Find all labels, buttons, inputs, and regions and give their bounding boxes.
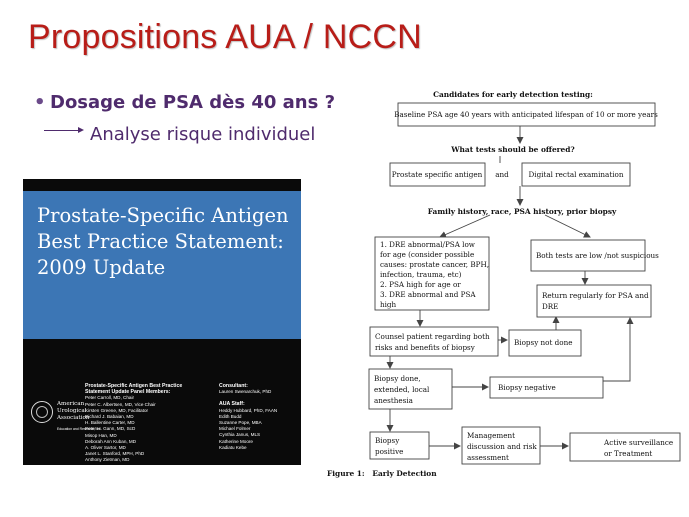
surveillance-line: or Treatment <box>604 449 652 458</box>
biopsy-positive-line: positive <box>375 447 403 456</box>
slide-title: Propositions AUA / NCCN <box>28 18 422 56</box>
abnormal-line: 2. PSA high for age or <box>380 280 461 289</box>
consultant-name: Lauren Swenarchuk, PhD <box>219 389 272 395</box>
biopsy-negative-box <box>489 376 604 399</box>
cover-title-line: 2009 Update <box>37 256 166 279</box>
panel-heading: Prostate-Specific Antigen Best Practice <box>85 383 183 389</box>
abnormal-line: high <box>380 300 397 309</box>
staff-member: Michael Folmer <box>219 426 251 432</box>
bullet-point: •Dosage de PSA dès 40 ans ? <box>34 92 335 113</box>
and-label: and <box>495 170 509 179</box>
abnormal-line: for age (consider possible <box>380 250 474 259</box>
document-cover-image: Prostate-Specific Antigen Best Practice … <box>23 179 301 465</box>
return-regularly-box <box>536 284 652 318</box>
biopsy-negative-text: Biopsy negative <box>498 383 556 392</box>
psa-box <box>389 162 486 187</box>
tests-low-text: Both tests are low /not suspicious <box>536 251 659 260</box>
arrow-right-icon <box>44 126 86 136</box>
panel-member: Deborah Ann Kuban, MD <box>85 438 137 444</box>
biopsy-positive-line: Biopsy <box>375 436 400 445</box>
cover-title: Prostate-Specific Antigen Best Practice … <box>37 203 292 281</box>
biopsy-done-box <box>368 368 453 410</box>
org-name-line: American <box>57 401 85 407</box>
panel-member: Peter C. Albertsen, MD, Vice Chair <box>85 401 156 407</box>
management-line: assessment <box>467 453 509 462</box>
counsel-box <box>369 326 499 357</box>
staff-member: Heddy Hubbard, PhD, FAAN <box>219 407 278 413</box>
bullet-dot-icon: • <box>34 92 46 113</box>
biopsy-not-done-text: Biopsy not done <box>514 338 572 347</box>
org-name-line: Association <box>57 415 90 421</box>
biopsy-done-line: extended, local <box>374 385 430 394</box>
panel-member: A. Oliver Sartor, MD <box>85 445 126 451</box>
consultant-heading: Consultant: <box>219 383 248 389</box>
connector-arrow <box>603 317 634 382</box>
baseline-psa-text: Baseline PSA age 40 years with anticipat… <box>394 110 658 119</box>
cover-title-line: Best Practice Statement: <box>37 230 284 253</box>
connector-arrow <box>439 214 491 238</box>
staff-member: Kadiatu Kebe <box>219 444 247 450</box>
panel-member: Misop Han, MD <box>85 432 117 438</box>
surveillance-line: Active surveillance <box>603 438 673 447</box>
panel-member: Peter H. Gann, MD, ScD <box>85 426 136 432</box>
panel-heading: Statement Update Panel Members: <box>85 389 171 396</box>
abnormal-line: causes: prostate cancer, BPH, <box>380 260 489 269</box>
biopsy-not-done-box <box>508 329 582 357</box>
management-line: discussion and risk <box>467 442 537 451</box>
staff-member: Suzanne Pope, MBA <box>219 420 262 426</box>
org-name-line: Urological <box>57 408 87 414</box>
panel-member: Richard J. Babaian, MD <box>85 414 134 420</box>
connector-arrow <box>544 214 591 238</box>
figure-caption: Figure 1: Early Detection <box>327 469 437 478</box>
panel-member: H. Ballentine Carter, MD <box>85 420 135 426</box>
panel-member: Anthony Zietman, MD <box>85 457 130 463</box>
dre-box <box>521 162 631 187</box>
abnormal-line: 3. DRE abnormal and PSA <box>380 290 476 299</box>
cover-title-band <box>23 191 301 339</box>
panel-member: Kirsten Greene, MD, Facilitator <box>85 407 149 413</box>
surveillance-box <box>569 432 681 462</box>
flowchart-heading: Candidates for early detection testing: <box>433 90 593 99</box>
cover-title-line: Prostate-Specific Antigen <box>37 204 289 227</box>
sub-point: Analyse risque individuel <box>44 124 315 145</box>
staff-heading: AUA Staff: <box>219 401 245 408</box>
staff-member: Edith Budd <box>219 413 242 419</box>
consultant-staff: Consultant: Lauren Swenarchuk, PhD AUA S… <box>219 383 299 451</box>
bullet-text: Dosage de PSA dès 40 ans ? <box>50 92 336 113</box>
tests-low-box <box>530 239 646 272</box>
panel-members: Prostate-Specific Antigen Best Practice … <box>85 383 205 464</box>
psa-box-text: Prostate specific antigen <box>392 170 483 179</box>
abnormal-line: 1. DRE abnormal/PSA low <box>380 240 476 249</box>
management-line: Management <box>467 431 515 440</box>
sub-point-text: Analyse risque individuel <box>90 124 316 145</box>
panel-member: Janet L. Stanford, MPH, PhD <box>85 451 145 457</box>
abnormal-line: infection, trauma, etc) <box>380 270 462 279</box>
staff-member: Cynthia Janus, MLS <box>219 432 261 438</box>
flowchart-connectors <box>386 126 634 450</box>
panel-member: Peter Carroll, MD, Chair <box>85 395 135 401</box>
counsel-line: Counsel patient regarding both <box>375 332 490 341</box>
org-subtitle: Education and Research, Inc. <box>57 427 102 431</box>
return-line: Return regularly for PSA and <box>542 291 649 300</box>
biopsy-done-line: anesthesia <box>374 396 414 405</box>
abnormal-results-box <box>374 236 490 311</box>
baseline-psa-box <box>397 102 656 127</box>
tests-question: What tests should be offered? <box>450 145 575 154</box>
biopsy-positive-box <box>369 431 430 460</box>
staff-member: Katherine Moore <box>219 438 253 444</box>
history-label: Family history, race, PSA history, prior… <box>428 207 617 216</box>
dre-box-text: Digital rectal examination <box>529 170 624 179</box>
counsel-line: risks and benefits of biopsy <box>375 343 476 352</box>
org-name: American Urological Association <box>57 401 97 422</box>
biopsy-done-line: Biopsy done, <box>374 374 421 383</box>
management-box <box>461 426 541 465</box>
return-line: DRE <box>542 302 558 311</box>
aua-seal-logo <box>31 401 53 423</box>
